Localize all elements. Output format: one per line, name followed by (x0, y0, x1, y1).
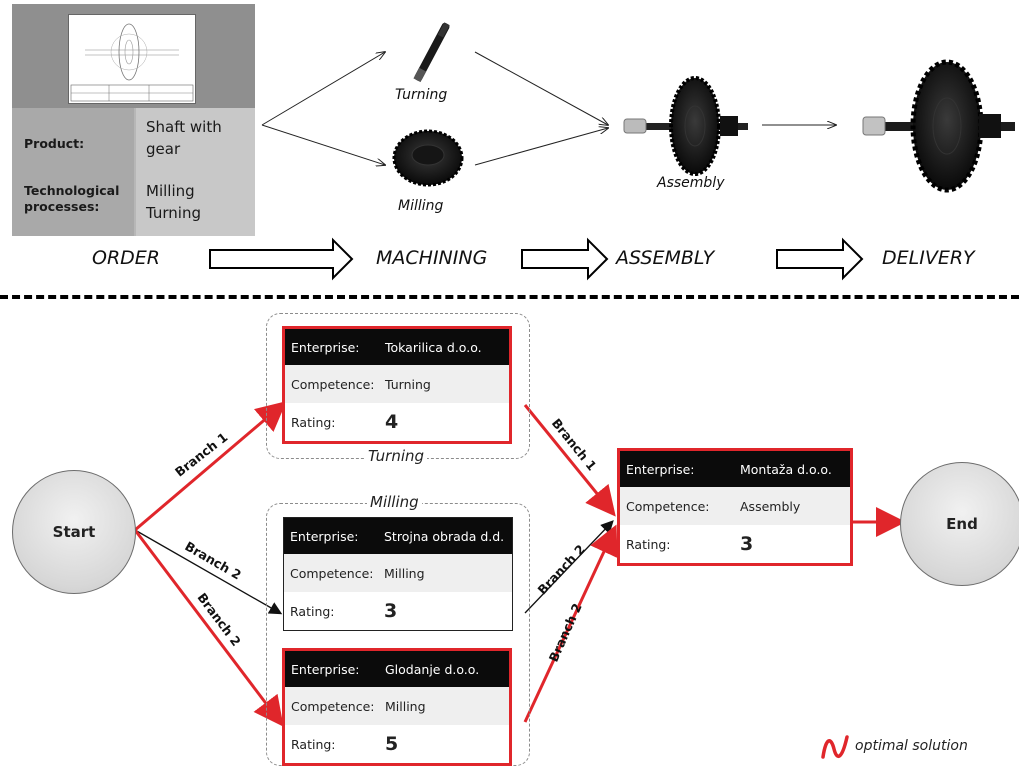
competence-value: Assembly (740, 498, 801, 514)
product-value: Shaft with gear (146, 118, 222, 158)
shaft-image (413, 22, 450, 83)
phase-order: ORDER (92, 247, 160, 269)
competence-value: Milling (384, 565, 425, 581)
enterprise-name: Glodanje d.o.o. (385, 661, 480, 677)
competence-field-label: Competence: (291, 376, 375, 392)
competence-field-label: Competence: (290, 565, 374, 581)
rating-value: 3 (384, 600, 398, 622)
phase-delivery: DELIVERY (882, 247, 975, 269)
rating-field-label: Rating: (290, 603, 335, 619)
phase-arrow-1 (209, 237, 354, 281)
enterprise-field-label: Enterprise: (290, 528, 359, 544)
gear-image (392, 129, 464, 187)
rating-field-label: Rating: (291, 414, 336, 430)
phase-arrow-2 (521, 237, 609, 281)
turning-caption: Turning (395, 87, 448, 103)
enterprise-field-label: Enterprise: (291, 661, 360, 677)
section-divider (0, 295, 1019, 299)
start-node[interactable]: Start (12, 470, 136, 594)
phase-assembly: ASSEMBLY (616, 247, 715, 269)
enterprise-card-montaza[interactable]: Enterprise: Montaža d.o.o. Competence: Ass… (617, 448, 853, 566)
processes-label: Technological processes: (24, 183, 120, 214)
rating-field-label: Rating: (626, 536, 671, 552)
edge-start-tokarilica (134, 401, 287, 532)
optimal-solution-legend-icon (821, 735, 849, 759)
turning-group-label: Turning (365, 447, 428, 465)
arrow-milling-to-assembly (474, 128, 608, 166)
competence-field-label: Competence: (291, 698, 375, 714)
processes-value: Milling Turning (146, 182, 201, 222)
phase-arrow-3 (776, 237, 864, 281)
end-node[interactable]: End (900, 462, 1019, 586)
graph-edges (133, 401, 906, 727)
phase-machining: MACHINING (376, 247, 488, 269)
arrow-turning-to-assembly (474, 51, 608, 125)
delivered-product-image (862, 59, 1015, 193)
rating-value: 3 (740, 533, 754, 555)
enterprise-name: Tokarilica d.o.o. (385, 339, 482, 355)
arrow-to-turning (261, 52, 385, 126)
competence-field-label: Competence: (626, 498, 710, 514)
order-value-column (136, 108, 255, 236)
rating-field-label: Rating: (291, 736, 336, 752)
edge-tokarilica-montaza (523, 404, 616, 517)
edge-start-glodanje (133, 529, 284, 727)
arrow-to-milling (261, 124, 385, 165)
enterprise-field-label: Enterprise: (626, 461, 695, 477)
competence-value: Milling (385, 698, 426, 714)
edge-glodanje-montaza (523, 524, 618, 723)
product-label: Product: (24, 136, 85, 151)
rating-value: 5 (385, 733, 399, 755)
assembly-image (623, 76, 748, 176)
enterprise-card-strojna-obrada[interactable]: Enterprise: Strojna obrada d.d. Competenc… (283, 517, 513, 631)
milling-group-label: Milling (367, 493, 422, 511)
competence-value: Turning (385, 376, 431, 392)
order-label-column (12, 108, 134, 236)
enterprise-card-tokarilica[interactable]: Enterprise: Tokarilica d.o.o. Competence:… (282, 326, 512, 444)
edge-start-strojna (134, 529, 283, 615)
enterprise-field-label: Enterprise: (291, 339, 360, 355)
manufacturing-flow-graphic (209, 22, 1015, 281)
optimal-solution-legend-label: optimal solution (855, 738, 968, 754)
enterprise-name: Strojna obrada d.d. (384, 528, 505, 544)
technical-drawing-image (68, 14, 196, 104)
rating-value: 4 (385, 411, 399, 433)
enterprise-card-glodanje[interactable]: Enterprise: Glodanje d.o.o. Competence: Mi… (282, 648, 512, 766)
assembly-caption: Assembly (657, 175, 725, 191)
enterprise-name: Montaža d.o.o. (740, 461, 832, 477)
milling-caption: Milling (398, 198, 444, 214)
